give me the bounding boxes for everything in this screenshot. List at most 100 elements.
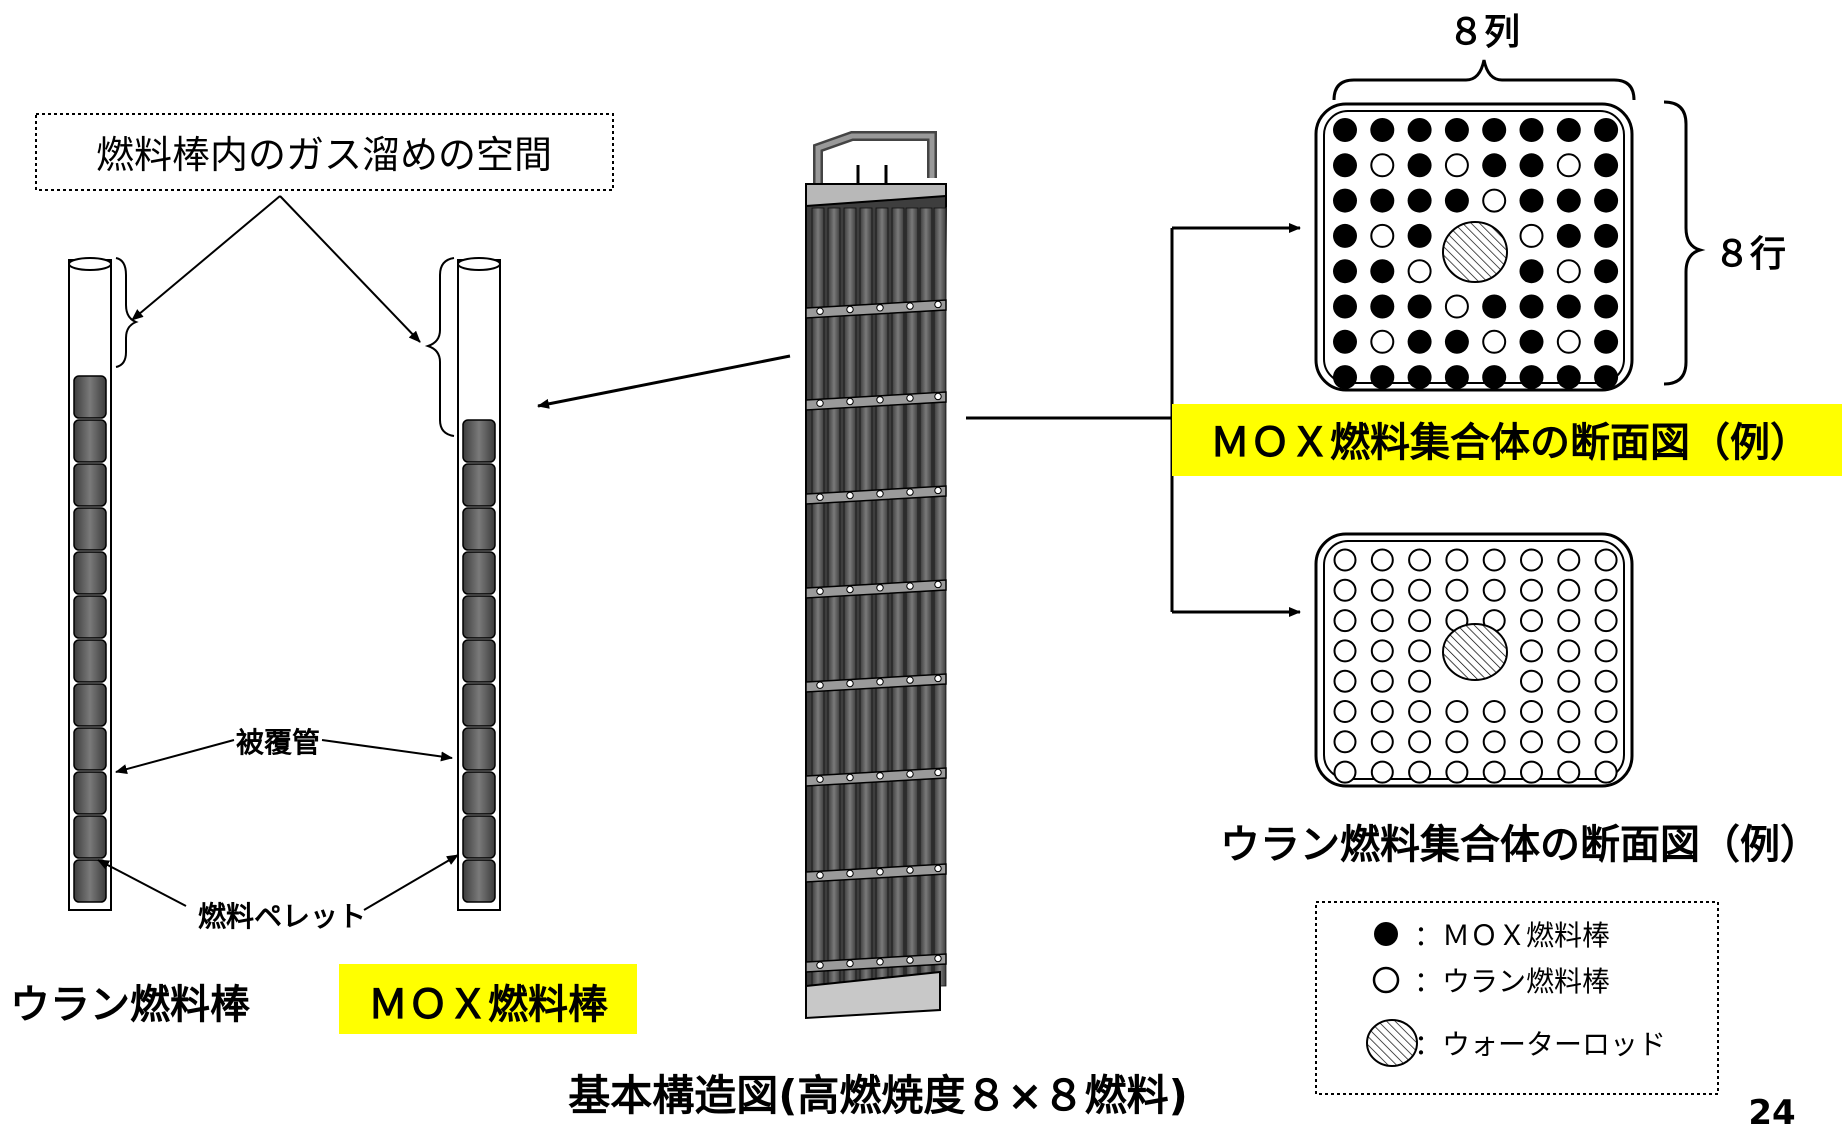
uranium-rod-cell [1370, 760, 1394, 784]
mox-rod-cell [1594, 329, 1619, 354]
fuel-pellet [73, 859, 107, 903]
assembly-to-rod-arrow [537, 354, 791, 409]
mox-rod-cell [1407, 365, 1432, 390]
columns-brace [1332, 59, 1636, 101]
mox-rod-cell [1333, 294, 1357, 319]
uranium-rod-cell [1482, 578, 1506, 602]
uranium-rod-cell [1370, 639, 1394, 663]
mox-rod-cell [1519, 294, 1544, 319]
uranium-rod-cell [1482, 548, 1506, 572]
mox-section-caption: ＭＯＸ燃料集合体の断面図（例） [1210, 420, 1810, 466]
uranium-rod-cell [1444, 294, 1469, 319]
uranium-rod-cell [1370, 329, 1395, 354]
uranium-rod-cell [1594, 760, 1618, 784]
columns-label: ８列 [1448, 12, 1520, 53]
legend-mox-label: ：ＭＯＸ燃料棒 [1414, 919, 1610, 952]
mox-rod-cell [1519, 259, 1544, 284]
uranium-rod-cell [1556, 153, 1581, 178]
mox-rod-caption: ＭＯＸ燃料棒 [368, 982, 609, 1028]
fuel-pellet [73, 463, 107, 507]
uranium-gas-brace [115, 257, 139, 368]
uranium-rod-cell [1333, 669, 1357, 693]
uranium-rod-cell [1594, 609, 1618, 633]
uranium-rod-cell [1557, 548, 1581, 572]
fuel-pellet [73, 595, 107, 639]
uranium-rod-cell [1520, 548, 1543, 572]
uranium-rod-cell [1520, 609, 1543, 633]
water-rod-icon [1366, 1019, 1418, 1067]
mox-rod-cell [1333, 153, 1357, 178]
gas-space-label: 燃料棒内のガス溜めの空間 [96, 133, 552, 177]
fuel-pellet [462, 815, 496, 859]
uranium-rod-cell [1370, 700, 1394, 723]
uranium-rod-cell [1333, 700, 1357, 723]
uranium-rod-cell [1520, 700, 1543, 723]
mox-rod-cell [1370, 259, 1395, 284]
mox-rod-cell [1594, 223, 1619, 248]
fuel-pellet [73, 375, 107, 419]
uranium-rod-cell [1408, 700, 1432, 723]
fuel-pellet [462, 771, 496, 815]
fuel-pellet [73, 639, 107, 683]
mox-rod-cell [1556, 294, 1581, 319]
uranium-pellet-stack [73, 375, 107, 903]
mox-rod-cell [1594, 259, 1619, 284]
mox-rod-cell [1407, 223, 1432, 248]
mox-pellet-stack [462, 419, 496, 903]
uranium-rod-cell [1557, 760, 1581, 784]
uranium-rod-cell [1482, 730, 1506, 754]
mox-rod-cell [1407, 153, 1432, 178]
mox-rod-cell [1556, 223, 1581, 248]
mox-rod-cell [1333, 365, 1357, 390]
uranium-rod-cell [1407, 259, 1432, 284]
water-rod-cell [1442, 623, 1508, 681]
mox-rod-cell [1333, 118, 1357, 142]
mox-rod-cell [1370, 188, 1395, 213]
uranium-rod-cell [1370, 730, 1394, 754]
uranium-rod-cell [1370, 578, 1394, 602]
mox-section-highlight [1172, 404, 1842, 476]
uranium-rod-cell [1557, 578, 1581, 602]
rows-brace [1663, 100, 1706, 386]
fuel-pellet [462, 595, 496, 639]
mox-rod-highlight [339, 964, 637, 1034]
mox-rod-cell [1519, 153, 1544, 178]
uranium-rod-cell [1444, 153, 1469, 178]
mox-rod-cell [1594, 294, 1619, 319]
mox-rod-cell [1482, 153, 1507, 178]
mox-rod-cell [1444, 118, 1469, 142]
mox-rod-cell [1444, 188, 1469, 213]
uranium-rod-cell [1370, 548, 1394, 572]
uranium-rod-cell [1594, 639, 1618, 663]
uranium-rod-cell [1370, 153, 1395, 178]
mox-rod-cell [1444, 365, 1469, 390]
mox-cross-section [1314, 102, 1634, 392]
fuel-pellet [73, 815, 107, 859]
mox-rod-cell [1333, 188, 1357, 213]
mox-rod-cell [1370, 365, 1395, 390]
mox-rod-cell [1333, 259, 1357, 284]
uranium-rod-cell [1408, 548, 1432, 572]
fuel-pellet [462, 859, 496, 903]
legend-water-rod-label: ：ウォーターロッド [1414, 1028, 1666, 1061]
mox-rod-cell [1370, 118, 1395, 142]
uranium-rod-cell [1333, 578, 1357, 602]
fuel-pellet [73, 507, 107, 551]
fuel-pellet [462, 419, 496, 463]
uranium-rod-cell [1370, 609, 1394, 633]
mox-rod-cell [1594, 118, 1619, 142]
mox-rod-cell [1482, 365, 1507, 390]
uranium-rod-cell [1482, 700, 1506, 723]
mox-rod-cell [1519, 118, 1544, 142]
fuel-pellet [73, 771, 107, 815]
page-number: 24 [1748, 1093, 1795, 1125]
water-rod-cell [1442, 221, 1508, 283]
fuel-pellet [462, 507, 496, 551]
fuel-assembly [805, 131, 948, 1020]
uranium-rod-cell [1482, 760, 1506, 784]
mox-rod-cell [1594, 188, 1619, 213]
mox-rod-cell [1482, 118, 1507, 142]
uranium-rod-cell [1445, 730, 1469, 754]
uranium-rod-cell [1482, 329, 1507, 354]
